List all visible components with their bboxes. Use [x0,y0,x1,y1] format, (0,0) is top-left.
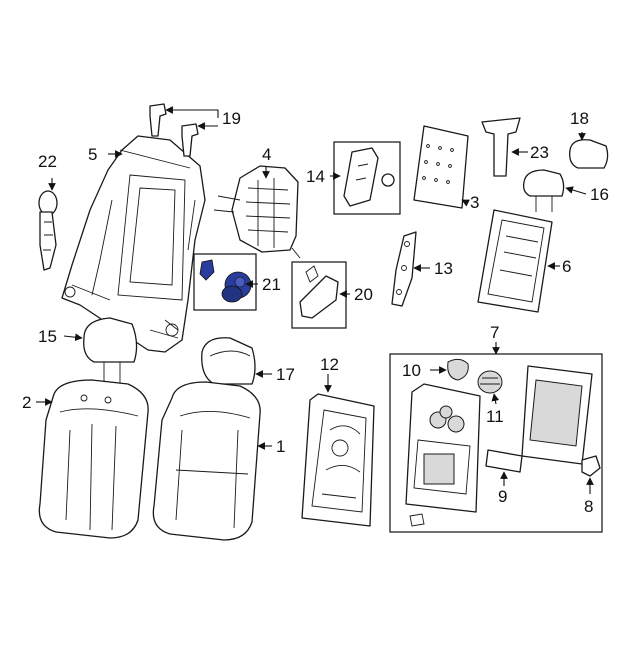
callout-21: 21 [262,275,281,294]
part-19-headrest-guides[interactable] [149,103,199,157]
callout-15: 15 [38,327,57,346]
callout-8: 8 [584,497,593,516]
callout-labels: 22 5 19 4 21 14 3 23 18 16 6 13 20 15 17… [22,109,609,516]
callout-7: 7 [490,323,499,342]
callout-11: 11 [486,407,504,426]
callout-3: 3 [470,193,479,212]
part-15-headrest[interactable] [83,317,138,386]
callout-18: 18 [570,109,589,128]
callout-14: 14 [306,167,325,186]
part-21-lumbar-actuator[interactable] [193,253,257,311]
leader-lines [36,106,594,494]
callout-10: 10 [402,361,421,380]
callout-5: 5 [88,145,97,164]
part-10[interactable] [447,358,469,381]
callout-6: 6 [562,257,571,276]
callout-20: 20 [354,285,373,304]
callout-1: 1 [276,437,285,456]
part-5-seat-back-frame[interactable] [61,135,206,353]
part-9[interactable] [485,449,523,473]
part-23-support[interactable] [481,117,521,177]
part-17-headrest-cover[interactable] [201,337,256,385]
part-1-back-cover[interactable] [152,381,261,541]
part-8[interactable] [581,455,601,477]
callout-2: 2 [22,393,31,412]
part-3-back-pad[interactable] [413,125,469,209]
part-13-side-bracket[interactable] [391,231,417,307]
callout-12: 12 [320,355,339,374]
part-18-pad[interactable] [569,139,609,169]
part-16-headrest[interactable] [522,169,565,212]
callout-19: 19 [222,109,241,128]
callout-9: 9 [498,487,507,506]
callout-23: 23 [530,143,549,162]
callout-16: 16 [590,185,609,204]
part-14-bracket[interactable] [333,141,401,215]
callout-22: 22 [38,152,57,171]
part-2-back-cover[interactable] [38,379,149,539]
part-20-cover[interactable] [291,261,347,329]
part-4-lumbar-assembly[interactable] [213,165,301,259]
part-11[interactable] [477,370,503,394]
callout-13: 13 [434,259,453,278]
callout-17: 17 [276,365,295,384]
part-12-back-board[interactable] [301,393,375,527]
callout-4: 4 [262,145,271,164]
part-22-recliner[interactable] [38,190,58,271]
part-6-back-panel[interactable] [477,209,553,313]
part-7-group[interactable] [389,353,603,533]
